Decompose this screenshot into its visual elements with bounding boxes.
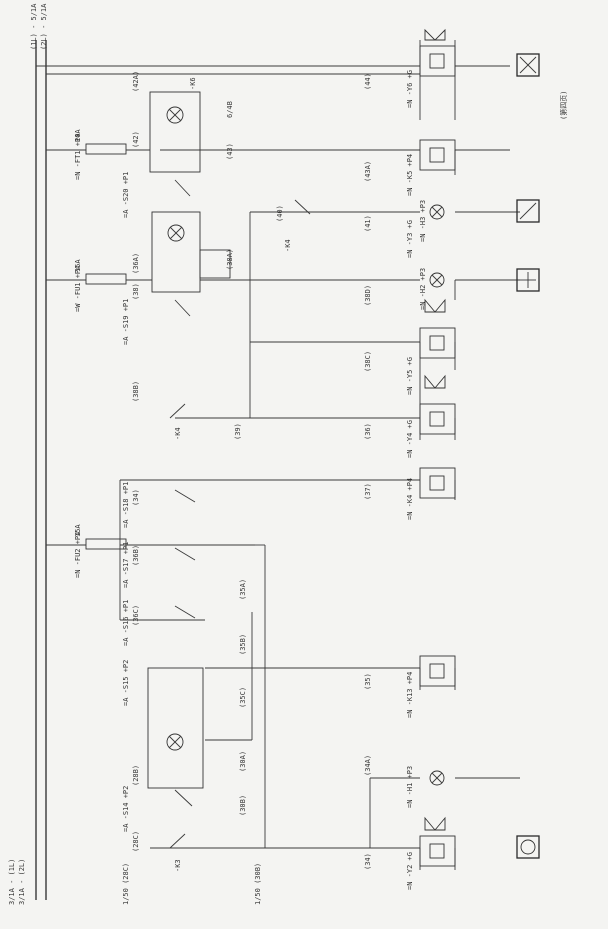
node-ref: (38A): [226, 249, 234, 270]
label-y5: =N -Y5 +G: [406, 357, 414, 395]
node-ref: (42): [132, 131, 140, 148]
symbol-wedge-box-icon: [516, 199, 540, 223]
label-y4: =N -Y4 +G: [406, 420, 414, 458]
sheet-ref-2: 1/50 (30B): [254, 863, 262, 905]
node-ref: (43A): [364, 161, 372, 182]
label-y3: =N -Y3 +G: [406, 220, 414, 258]
node-ref: (35B): [239, 634, 247, 655]
relay-box-38a: [151, 211, 231, 293]
node-ref: (36C): [132, 605, 140, 626]
coil-unit-38d: [419, 374, 456, 435]
label-s18: =A -S18 +P1: [122, 482, 130, 528]
label-ft1: =N -FT1 +P4: [74, 134, 82, 180]
label-s15: =A -S15 +P2: [122, 660, 130, 706]
label-k4a: -K4: [284, 239, 292, 252]
label-s17: =A -S17 +P1: [122, 542, 130, 588]
symbol-cross-box-icon: [516, 53, 540, 77]
label-k6: -K6: [189, 77, 197, 90]
label-k4b: -K4: [174, 427, 182, 440]
lamp-h1: [429, 770, 445, 786]
branch-wires: [150, 65, 420, 849]
label-y6: =N -Y6 +G: [406, 70, 414, 108]
node-ref: (38D): [364, 285, 372, 306]
fuse-ft1: [46, 143, 150, 155]
relay-box-42a: [149, 91, 201, 173]
coil-unit-38c: [419, 298, 456, 359]
rail-label-top-2: 3/1A - (2L): [18, 859, 26, 905]
label-k3: -K3: [174, 859, 182, 872]
fuse-15a-label-2: 15A: [74, 524, 82, 537]
label-k5b: =N -K5 +P4: [406, 154, 414, 196]
label-fu1: =W -FU1 +P4: [74, 266, 82, 312]
fuse-15a-label-1: 15A: [74, 259, 82, 272]
ref-6-4b: 6/4B: [226, 101, 234, 118]
rail-label-right-1: (1L) - 5/1A: [30, 3, 38, 50]
node-ref: (41): [364, 215, 372, 232]
node-ref: (36A): [132, 253, 140, 274]
node-ref: (28C): [132, 831, 140, 852]
lamp-h2: [429, 272, 445, 288]
node-ref: (42A): [132, 71, 140, 92]
label-k13: =N -K13 +P4: [406, 672, 414, 718]
node-ref: (34): [364, 853, 372, 870]
label-fu2: =N -FU2 +P4: [74, 532, 82, 578]
node-ref: (36): [364, 423, 372, 440]
node-ref: (43): [226, 143, 234, 160]
power-rails: [35, 40, 420, 900]
node-ref: (39): [234, 423, 242, 440]
coil-unit-43a: [419, 139, 456, 171]
switch-contacts: [119, 179, 311, 849]
node-ref: (35A): [239, 579, 247, 600]
node-ref: (34A): [364, 755, 372, 776]
node-ref: (28B): [132, 765, 140, 786]
node-ref: (40): [276, 205, 284, 222]
node-ref: (38): [132, 283, 140, 300]
label-h1: =N -H1 +P3: [406, 766, 414, 808]
node-ref: (34): [132, 489, 140, 506]
coil-unit-35: [419, 655, 456, 687]
lamp-h3: [429, 204, 445, 220]
label-h2: =N -H2 +P3: [419, 268, 427, 310]
label-k4c: =N -K4 +P4: [406, 478, 414, 520]
label-s14: =A -S14 +P2: [122, 786, 130, 832]
node-ref: (36B): [132, 545, 140, 566]
rail-label-top-1: 3/1A - (1L): [8, 859, 16, 905]
label-s20: =A -S20 +P1: [122, 172, 130, 218]
label-h3: =N -H3 +P3: [419, 200, 427, 242]
node-ref: (37): [364, 483, 372, 500]
coil-unit-top: [419, 28, 456, 77]
node-ref: (44): [364, 73, 372, 90]
label-y2: =N -Y2 +G: [406, 852, 414, 890]
symbol-circle-box-icon: [516, 835, 540, 859]
node-ref: (35): [364, 673, 372, 690]
fuse-fu1: [46, 273, 152, 285]
sheet-ref-1: 1/50 (28C): [122, 863, 130, 905]
rail-label-right-2: (2L) - 5/1A: [40, 3, 48, 50]
node-ref: (38B): [132, 381, 140, 402]
relay-box-28b: [147, 667, 204, 789]
symbol-grid-box-icon: [516, 268, 540, 292]
node-ref: (30A): [239, 751, 247, 772]
label-s19: =A -S19 +P1: [122, 299, 130, 345]
coil-unit-34: [419, 816, 456, 867]
label-s16: =A -S16 +P1: [122, 600, 130, 646]
node-ref: (38C): [364, 351, 372, 372]
coil-unit-37: [419, 467, 456, 499]
node-ref: (30B): [239, 795, 247, 816]
fuse-10a-label: 10A: [74, 129, 82, 142]
page-note: (第四页): [559, 91, 568, 120]
right-return-wires: [419, 40, 520, 870]
node-ref: (35C): [239, 687, 247, 708]
